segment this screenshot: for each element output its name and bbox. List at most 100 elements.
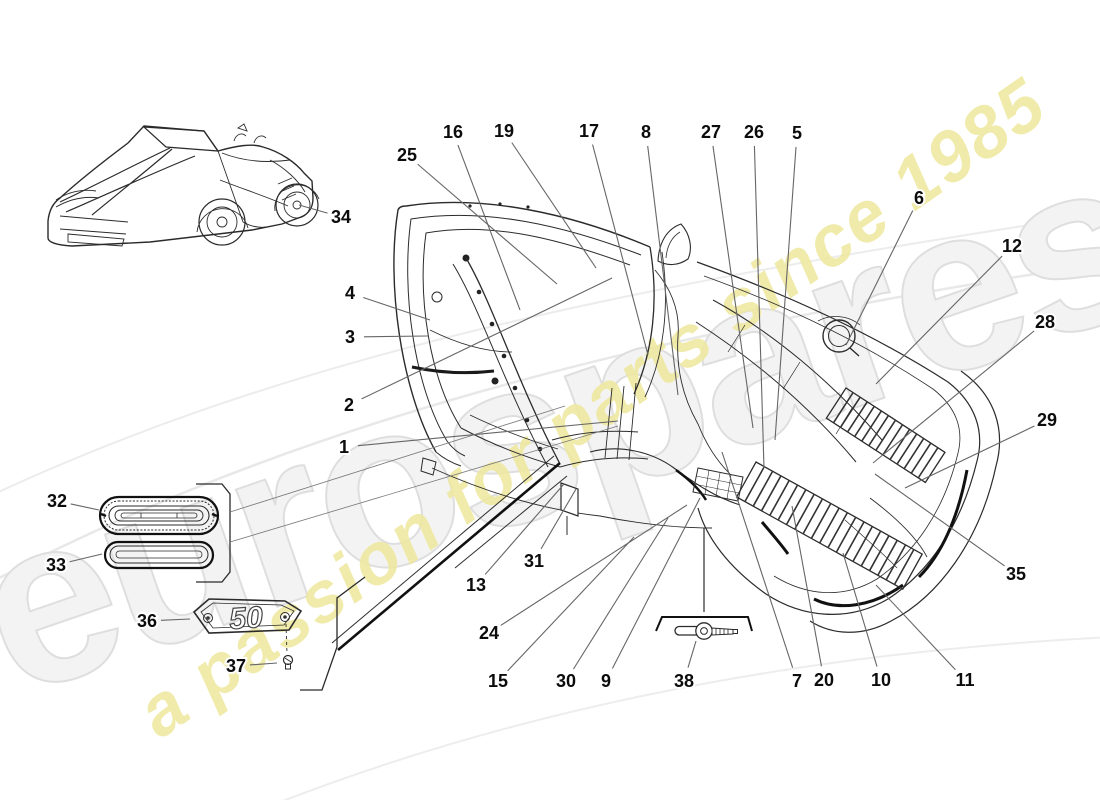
callout-27[interactable]: 27 (699, 120, 723, 144)
badge-50-text: 50 (228, 601, 264, 636)
callout-38[interactable]: 38 (672, 669, 696, 693)
callout-28[interactable]: 28 (1033, 310, 1057, 334)
part-screw-37 (282, 623, 294, 670)
windshield-inner-arc (411, 257, 561, 468)
vent-slat (839, 396, 861, 428)
leader-line-20 (791, 505, 823, 667)
leader-line-15 (507, 536, 635, 672)
vent-slat (917, 447, 939, 479)
callout-25[interactable]: 25 (395, 143, 419, 167)
leader-line-16 (457, 144, 521, 311)
callout-26[interactable]: 26 (742, 120, 766, 144)
callout-8[interactable]: 8 (639, 120, 653, 144)
leader-line-6 (845, 210, 914, 346)
leader-line-38 (687, 640, 697, 668)
vent-slat (910, 442, 932, 474)
front-wheel (196, 198, 249, 246)
callout-13[interactable]: 13 (464, 573, 488, 597)
roof-rail (551, 246, 666, 468)
callout-30[interactable]: 30 (554, 669, 578, 693)
callout-12[interactable]: 12 (1000, 234, 1024, 258)
callout-29[interactable]: 29 (1035, 408, 1059, 432)
leader-line-13 (484, 483, 565, 575)
callout-9[interactable]: 9 (599, 669, 613, 693)
leader-line-36 (160, 618, 191, 621)
callout-33[interactable]: 33 (44, 553, 68, 577)
callout-34[interactable]: 34 (329, 205, 353, 229)
antenna-fin (657, 223, 691, 266)
callout-20[interactable]: 20 (812, 668, 836, 692)
part-sill-trim-33 (103, 540, 215, 570)
leader-line-32 (70, 503, 100, 511)
callout-19[interactable]: 19 (492, 119, 516, 143)
vent-slat (810, 503, 832, 539)
vent-slat (860, 530, 882, 567)
leader-line-11 (875, 584, 956, 671)
callout-10[interactable]: 10 (869, 668, 893, 692)
leader-line-3 (363, 335, 429, 338)
callout-24[interactable]: 24 (477, 621, 501, 645)
leader-line-19 (511, 142, 597, 269)
parts-group-bracket (196, 405, 619, 691)
vent-band-outline (735, 461, 924, 590)
vent-slat (868, 535, 890, 572)
leader-line-7 (721, 451, 794, 668)
vent-slat (889, 428, 911, 460)
leader-line-4 (363, 296, 431, 321)
leader-line-24 (500, 504, 688, 626)
callout-15[interactable]: 15 (486, 669, 510, 693)
part-50-badge-plate-36: 50 (192, 598, 303, 637)
callout-6[interactable]: 6 (912, 186, 926, 210)
leader-line-33 (69, 553, 103, 563)
vent-slat (760, 475, 782, 512)
leader-line-34 (298, 204, 328, 214)
vent-slat (861, 410, 883, 442)
leader-line-12 (875, 255, 1003, 385)
vent-slat (846, 401, 868, 433)
callout-4[interactable]: 4 (343, 281, 357, 305)
callout-1[interactable]: 1 (337, 435, 351, 459)
callout-7[interactable]: 7 (790, 669, 804, 693)
vent-slat (882, 424, 904, 456)
vent-slat (818, 507, 840, 544)
leader-line-26 (753, 145, 765, 469)
callout-36[interactable]: 36 (135, 609, 159, 633)
vent-slat (893, 549, 915, 585)
callout-16[interactable]: 16 (441, 120, 465, 144)
part-sill-trim-32 (98, 495, 220, 536)
leader-line-2 (361, 277, 613, 400)
vent-slat (832, 392, 854, 424)
leader-line-28 (872, 330, 1035, 464)
callout-37[interactable]: 37 (224, 654, 248, 678)
leader-line-5 (774, 146, 797, 441)
callout-11[interactable]: 11 (953, 668, 976, 692)
vent-slat (769, 480, 790, 516)
vent-slat (744, 466, 766, 502)
leader-line-30 (572, 517, 669, 670)
callout-5[interactable]: 5 (790, 121, 804, 145)
leader-line-8 (647, 145, 679, 396)
vent-slat (896, 433, 918, 465)
callout-35[interactable]: 35 (1004, 562, 1028, 586)
vent-slat (843, 521, 865, 558)
leader-line-37 (249, 662, 278, 666)
vent-slat (868, 415, 890, 447)
callout-2[interactable]: 2 (342, 393, 356, 417)
leader-line-31 (540, 488, 577, 550)
leader-line-25 (417, 163, 558, 285)
part-tool-key-38 (655, 528, 753, 640)
main-body-diagram (331, 201, 1001, 651)
callout-31[interactable]: 31 (522, 549, 546, 573)
callout-3[interactable]: 3 (343, 325, 357, 349)
vent-slat (752, 470, 774, 507)
leader-line-27 (712, 145, 754, 429)
callout-32[interactable]: 32 (45, 489, 69, 513)
watermark-swoosh (0, 213, 1100, 800)
gallardo-spyder-thumbnail (47, 123, 320, 247)
vent-slat (785, 489, 807, 526)
callout-17[interactable]: 17 (577, 119, 601, 143)
vent-slat (852, 526, 874, 562)
